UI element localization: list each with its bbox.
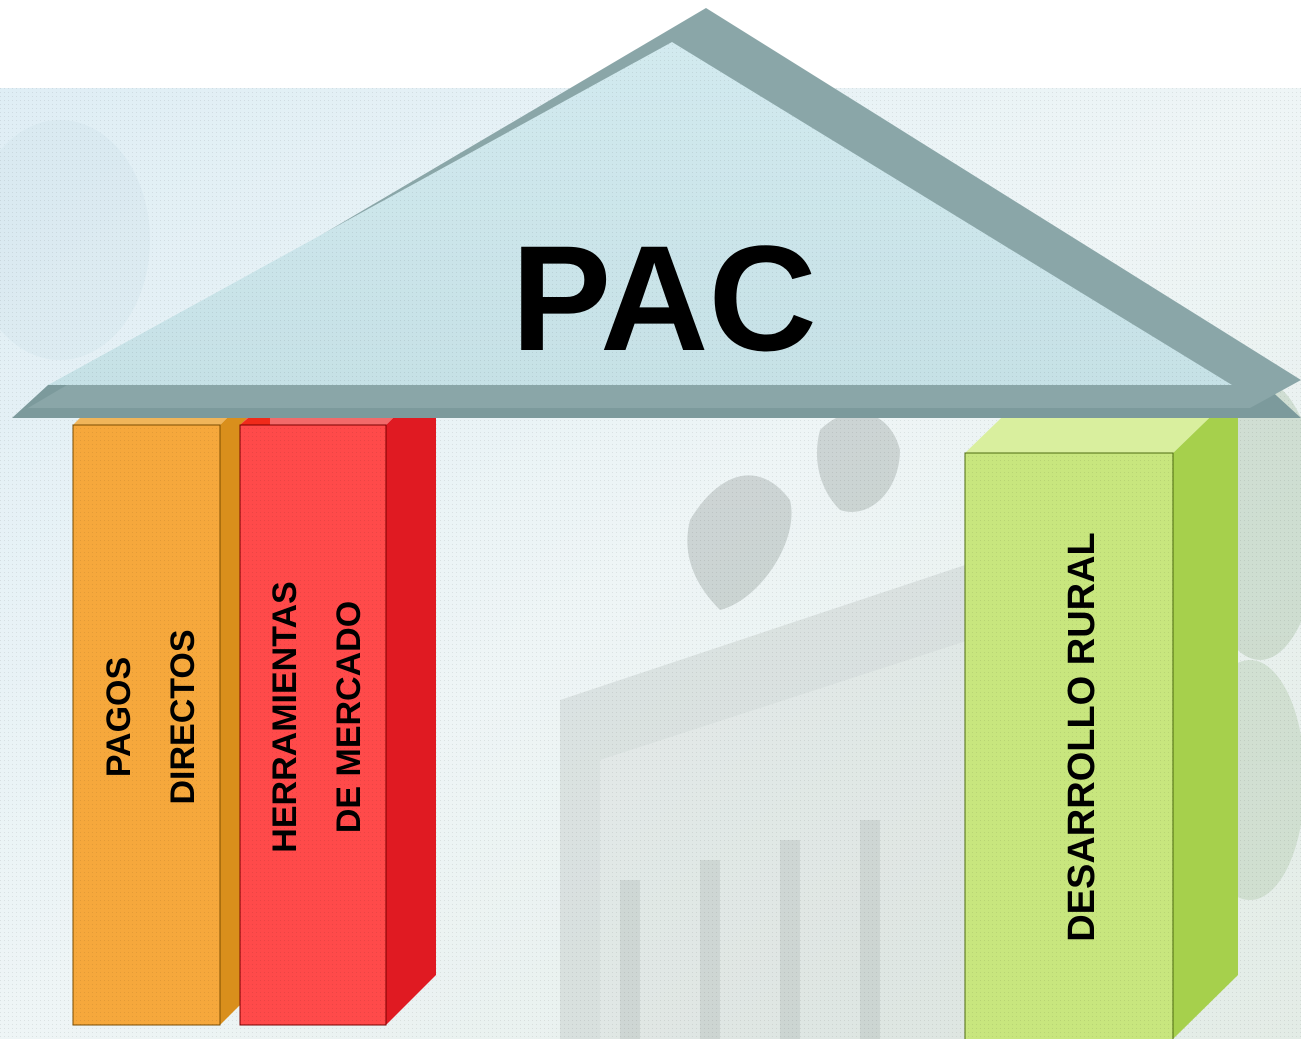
- pillar-desarrollo-rural: DESARROLLO RURAL: [964, 390, 1238, 1039]
- pillar-label-herramientas-line2: DE MERCADO: [330, 601, 368, 833]
- pillar-label-desarrollo: DESARROLLO RURAL: [1061, 532, 1103, 942]
- roof: PAC: [12, 8, 1301, 418]
- pillar-label-pagos-line1: PAGOS: [100, 657, 138, 777]
- roof-title: PAC: [511, 214, 817, 382]
- pillar-label-herramientas-line1: HERRAMIENTAS: [266, 581, 304, 852]
- pillar-herramientas-de-mercado: HERRAMIENTAS DE MERCADO: [239, 375, 436, 1026]
- pillar-label-pagos-line2: DIRECTOS: [164, 629, 202, 804]
